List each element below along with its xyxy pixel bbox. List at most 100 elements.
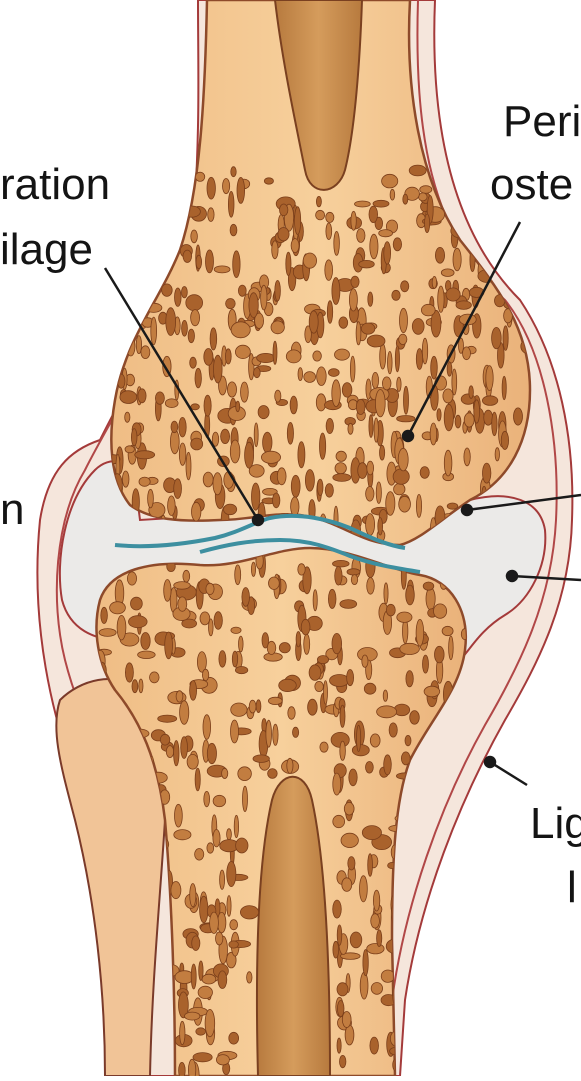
spongy-bone-pore <box>328 369 339 377</box>
spongy-bone-pore <box>397 377 401 391</box>
spongy-bone-pore <box>422 338 427 364</box>
spongy-bone-pore <box>315 681 324 691</box>
spongy-bone-pore <box>381 970 394 982</box>
spongy-bone-pore <box>179 417 186 437</box>
spongy-bone-pore <box>278 228 289 241</box>
spongy-bone-pore <box>193 1053 212 1062</box>
spongy-bone-pore <box>239 636 244 652</box>
spongy-bone-pore <box>192 936 200 951</box>
spongy-bone-pore <box>434 604 447 618</box>
spongy-bone-pore <box>514 408 523 425</box>
spongy-bone-pore <box>435 646 445 663</box>
spongy-bone-pore <box>207 177 215 199</box>
spongy-bone-pore <box>438 952 448 961</box>
spongy-bone-pore <box>127 217 136 229</box>
spongy-bone-pore <box>439 956 449 963</box>
spongy-bone-pore <box>332 278 340 305</box>
spongy-bone-pore <box>423 582 434 590</box>
spongy-bone-pore <box>367 461 374 475</box>
spongy-bone-pore <box>435 247 444 263</box>
spongy-bone-pore <box>390 189 395 200</box>
spongy-bone-pore <box>462 854 468 880</box>
spongy-bone-pore <box>429 966 434 978</box>
spongy-bone-pore <box>362 655 368 667</box>
spongy-bone-pore <box>455 1056 461 1076</box>
spongy-bone-pore <box>216 932 223 945</box>
spongy-bone-pore <box>118 181 126 204</box>
spongy-bone-pore <box>380 344 386 369</box>
spongy-bone-pore <box>334 231 340 255</box>
spongy-bone-pore <box>235 345 250 358</box>
spongy-bone-pore <box>207 743 216 763</box>
spongy-bone-pore <box>229 941 239 948</box>
spongy-bone-pore <box>213 830 220 847</box>
spongy-bone-pore <box>178 597 187 611</box>
spongy-bone-pore <box>421 948 425 965</box>
spongy-bone-pore <box>231 167 236 177</box>
spongy-bone-pore <box>316 394 326 411</box>
spongy-bone-pore <box>430 423 437 445</box>
spongy-bone-pore <box>474 400 480 423</box>
spongy-bone-pore <box>179 443 186 465</box>
spongy-bone-pore <box>351 575 357 585</box>
spongy-bone-pore <box>477 178 483 195</box>
spongy-bone-pore <box>327 301 332 324</box>
spongy-bone-pore <box>463 832 474 842</box>
spongy-bone-pore <box>199 961 203 981</box>
spongy-bone-pore <box>342 383 352 398</box>
spongy-bone-pore <box>359 260 375 268</box>
spongy-bone-pore <box>162 284 173 296</box>
spongy-bone-pore <box>242 588 250 607</box>
spongy-bone-pore <box>382 377 391 390</box>
spongy-bone-pore <box>317 656 328 664</box>
spongy-bone-pore <box>336 451 346 461</box>
spongy-bone-pore <box>423 655 429 673</box>
spongy-bone-pore <box>191 310 200 326</box>
spongy-bone-pore <box>196 255 202 269</box>
spongy-bone-pore <box>171 882 181 899</box>
spongy-bone-pore <box>332 633 342 653</box>
spongy-bone-pore <box>254 423 258 447</box>
spongy-bone-pore <box>230 224 237 236</box>
spongy-bone-pore <box>418 1030 438 1043</box>
spongy-bone-pore <box>409 165 426 176</box>
spongy-bone-pore <box>166 746 173 758</box>
leader-osteophyte-dot <box>462 505 472 515</box>
spongy-bone-pore <box>139 679 143 693</box>
spongy-bone-pore <box>298 442 305 468</box>
spongy-bone-pore <box>145 303 162 312</box>
spongy-bone-pore <box>238 767 252 781</box>
spongy-bone-pore <box>187 754 198 769</box>
spongy-bone-pore <box>132 680 138 693</box>
spongy-bone-pore <box>262 633 269 648</box>
spongy-bone-pore <box>325 260 333 281</box>
spongy-bone-pore <box>213 795 226 806</box>
spongy-bone-pore <box>251 562 255 576</box>
spongy-bone-pore <box>401 281 409 292</box>
spongy-bone-pore <box>286 350 301 363</box>
spongy-bone-pore <box>412 319 424 335</box>
spongy-bone-pore <box>447 362 452 376</box>
spongy-bone-pore <box>517 236 521 256</box>
spongy-bone-pore <box>236 838 248 853</box>
spongy-bone-pore <box>303 253 316 268</box>
spongy-bone-pore <box>502 376 506 399</box>
spongy-bone-pore <box>195 368 201 388</box>
spongy-bone-pore <box>237 177 245 203</box>
spongy-bone-pore <box>332 380 341 407</box>
spongy-bone-pore <box>416 619 424 646</box>
spongy-bone-pore <box>374 418 378 442</box>
spongy-bone-pore <box>370 1037 379 1054</box>
spongy-bone-pore <box>206 250 214 273</box>
spongy-bone-pore <box>370 234 378 259</box>
spongy-bone-pore <box>415 967 422 991</box>
spongy-bone-pore <box>141 346 150 359</box>
spongy-bone-pore <box>452 833 458 856</box>
spongy-bone-pore <box>424 686 440 697</box>
spongy-bone-pore <box>195 768 200 791</box>
spongy-bone-pore <box>326 212 334 222</box>
spongy-bone-pore <box>439 951 458 964</box>
spongy-bone-pore <box>357 725 361 751</box>
spongy-bone-pore <box>204 349 213 366</box>
